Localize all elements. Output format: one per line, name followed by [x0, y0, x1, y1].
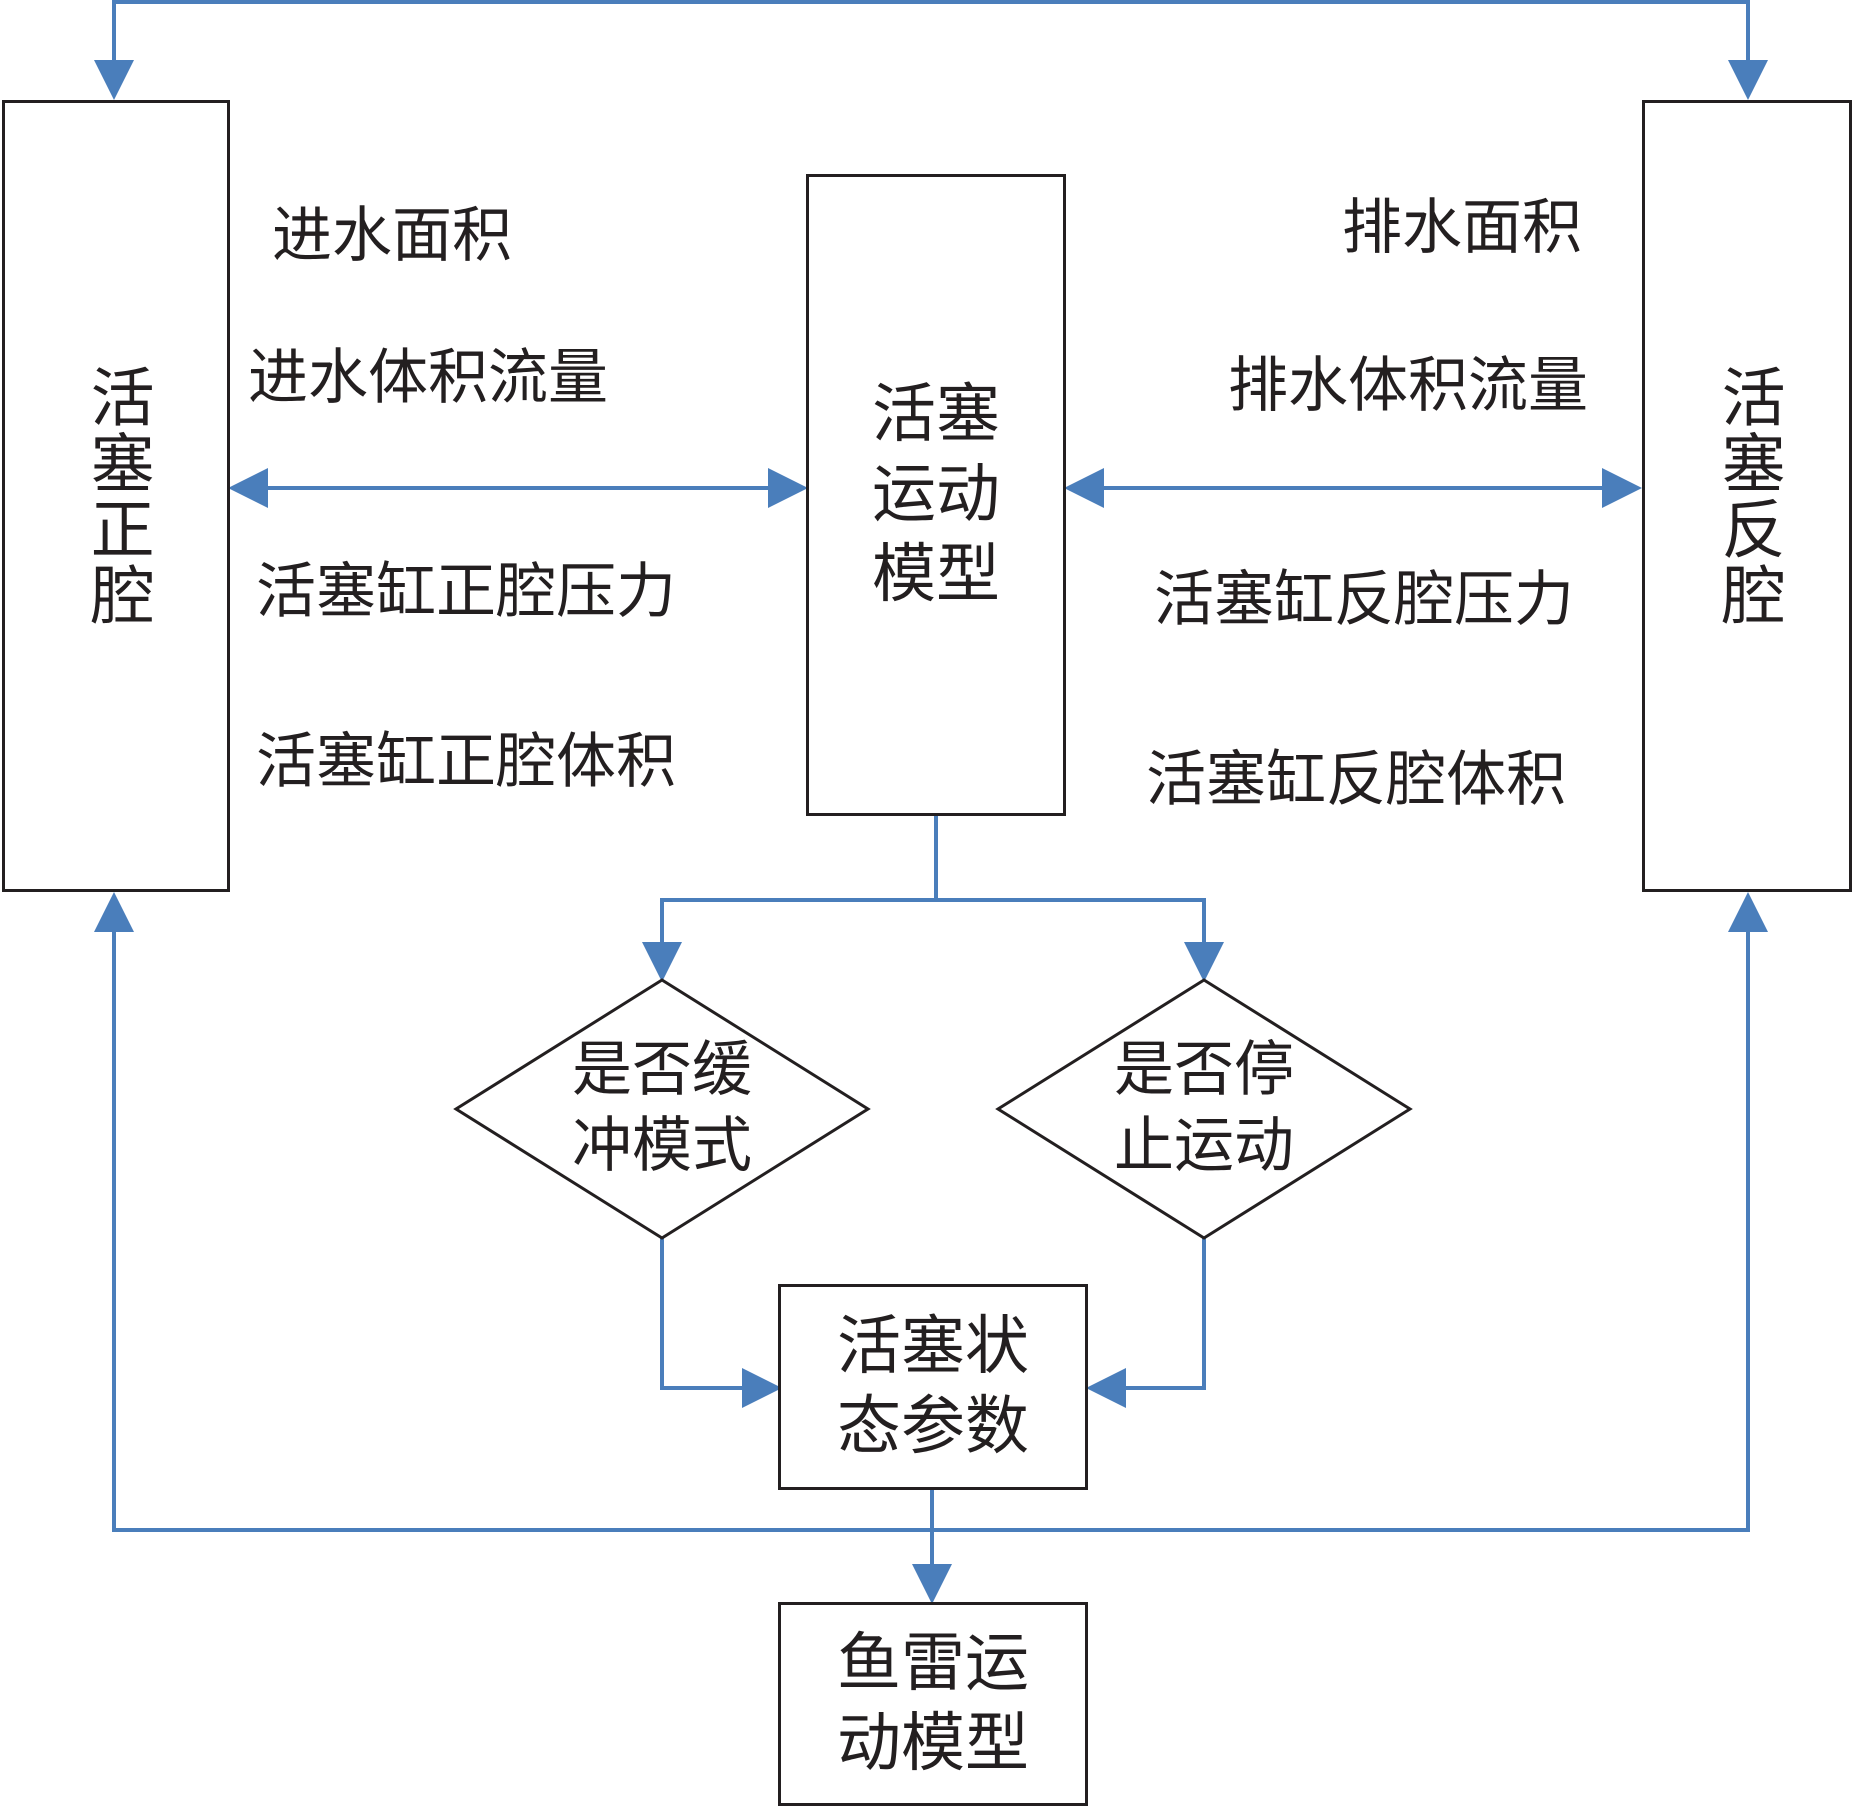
piston-state-box: 活塞状 态参数	[778, 1284, 1088, 1490]
top-loop-connector	[94, 0, 1768, 100]
piston-model-line1: 活塞	[872, 378, 1000, 452]
piston-model-line2: 运动	[872, 458, 1000, 532]
forward-chamber-box: 活塞正腔	[2, 100, 230, 892]
buffer-to-state-arrow	[660, 1238, 782, 1408]
reverse-volume-label: 活塞缸反腔体积	[1146, 745, 1566, 815]
piston-model-label: 活塞 运动 模型	[872, 375, 1000, 615]
forward-pressure-label: 活塞缸正腔压力	[256, 557, 676, 627]
outlet-area-label: 排水面积	[1342, 193, 1582, 263]
stop-decision-line2: 止运动	[1114, 1111, 1294, 1181]
forward-volume-label: 活塞缸正腔体积	[256, 727, 676, 797]
stop-decision-line1: 是否停	[1114, 1035, 1294, 1105]
inlet-flow-label: 进水体积流量	[248, 343, 608, 413]
forward-chamber-label: 活塞正腔	[79, 364, 154, 628]
piston-model-box: 活塞 运动 模型	[806, 174, 1066, 816]
buffer-decision-line2: 冲模式	[572, 1111, 752, 1181]
reverse-chamber-box: 活塞反腔	[1642, 100, 1852, 892]
torpedo-model-line1: 鱼雷运	[837, 1627, 1029, 1701]
torpedo-model-label: 鱼雷运 动模型	[837, 1624, 1029, 1784]
piston-state-label: 活塞状 态参数	[837, 1307, 1029, 1467]
to-buffer-decision-arrow	[642, 898, 936, 982]
to-stop-decision-arrow	[936, 898, 1224, 982]
torpedo-model-box: 鱼雷运 动模型	[778, 1602, 1088, 1806]
stop-decision-label: 是否停 止运动	[1084, 1032, 1324, 1184]
inlet-area-label: 进水面积	[272, 201, 512, 271]
reverse-pressure-label: 活塞缸反腔压力	[1154, 565, 1574, 635]
torpedo-model-line2: 动模型	[837, 1707, 1029, 1781]
buffer-decision-line1: 是否缓	[572, 1035, 752, 1105]
buffer-decision-diamond	[453, 978, 871, 1240]
piston-state-line2: 态参数	[837, 1390, 1029, 1464]
stop-to-state-arrow	[1086, 1238, 1206, 1408]
piston-state-line1: 活塞状	[837, 1310, 1029, 1384]
buffer-decision-label: 是否缓 冲模式	[542, 1032, 782, 1184]
reverse-chamber-label: 活塞反腔	[1710, 364, 1785, 628]
outlet-flow-label: 排水体积流量	[1228, 351, 1588, 421]
piston-model-line3: 模型	[872, 538, 1000, 612]
stop-decision-diamond	[995, 978, 1413, 1240]
